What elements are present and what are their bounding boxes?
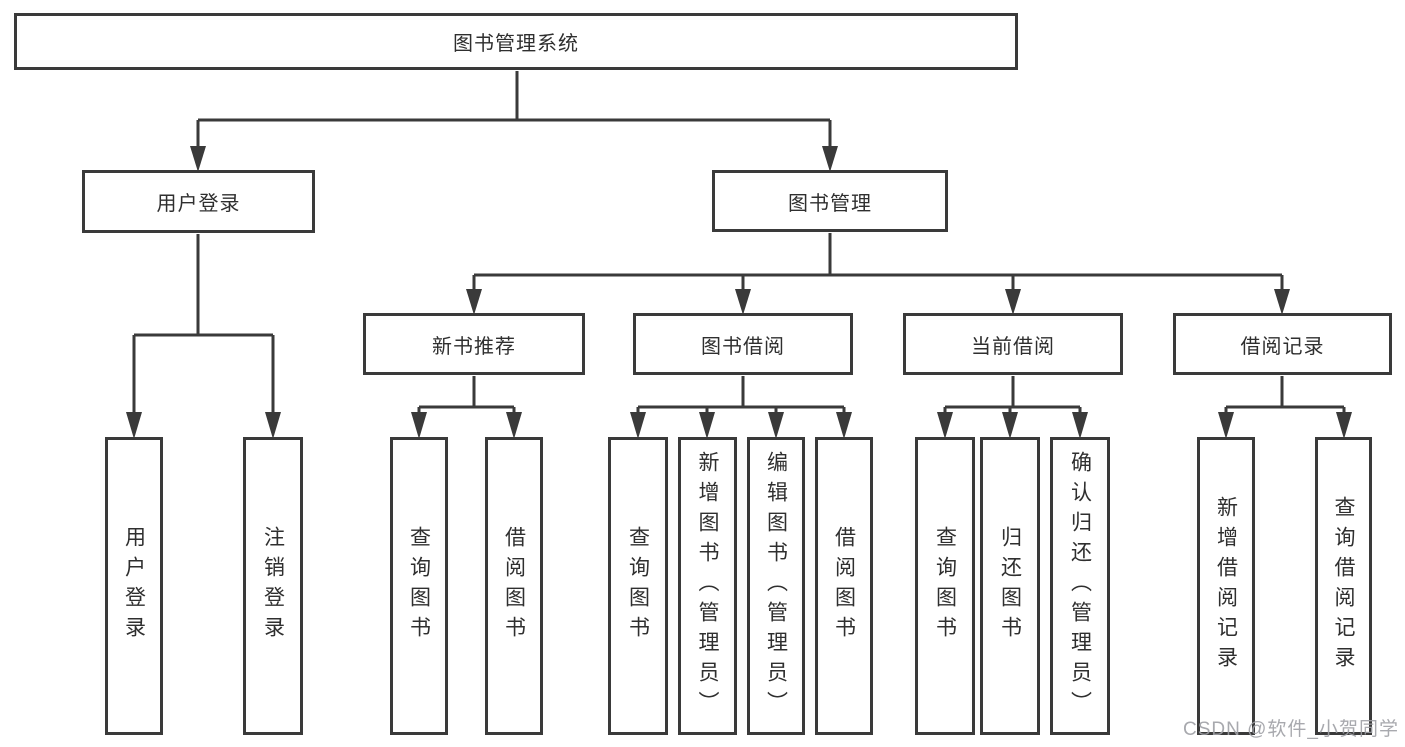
leaf-logout-label: 注销登录 <box>261 526 285 646</box>
leaf-bb-borrow-books-label: 借阅图书 <box>832 526 856 646</box>
leaf-bb-borrow-books: 借阅图书 <box>815 437 873 735</box>
arrowhead-new-book-recommend <box>466 289 482 315</box>
connector-new-book-recommend <box>417 376 516 414</box>
arrowhead-book-borrow <box>735 289 751 315</box>
node-current-borrow: 当前借阅 <box>903 313 1123 375</box>
leaf-cb-query-books: 查询图书 <box>915 437 975 735</box>
arrowhead-user-login <box>190 146 206 172</box>
arrowhead-borrow-records <box>1274 289 1290 315</box>
leaf-bb-query-books: 查询图书 <box>608 437 668 735</box>
leaf-cb-confirm-return-admin: 确认归还（管理员） <box>1050 437 1110 735</box>
leaf-nbr-borrow-books-label: 借阅图书 <box>502 526 526 646</box>
leaf-bb-edit-books-admin-label: 编辑图书（管理员） <box>764 451 788 721</box>
connector-borrow-records <box>1224 376 1346 414</box>
arrowhead-cb-confirm-return <box>1072 412 1088 439</box>
node-book-management-label: 图书管理 <box>788 192 872 215</box>
leaf-br-query-record-label: 查询借阅记录 <box>1332 496 1355 676</box>
node-root: 图书管理系统 <box>14 13 1018 70</box>
arrowhead-bb-add-books <box>699 412 715 439</box>
leaf-bb-edit-books-admin: 编辑图书（管理员） <box>747 437 805 735</box>
connector-book-borrow <box>636 376 846 414</box>
arrowhead-br-add-record <box>1218 412 1234 439</box>
leaf-cb-confirm-return-admin-label: 确认归还（管理员） <box>1068 451 1092 721</box>
arrowhead-nbr-query-books <box>411 412 427 439</box>
leaf-bb-add-books-admin: 新增图书（管理员） <box>678 437 737 735</box>
arrowhead-cb-return-books <box>1002 412 1018 439</box>
connector-book-management <box>472 233 1284 291</box>
arrowhead-leaf-user-login <box>126 412 142 439</box>
node-new-book-recommend: 新书推荐 <box>363 313 585 375</box>
connector-user-login <box>132 234 275 414</box>
arrowhead-nbr-borrow-books <box>506 412 522 439</box>
arrowhead-leaf-logout <box>265 412 281 439</box>
leaf-user-login-label: 用户登录 <box>122 526 146 646</box>
arrowhead-current-borrow <box>1005 289 1021 315</box>
leaf-cb-return-books: 归还图书 <box>980 437 1040 735</box>
node-user-login-label: 用户登录 <box>156 193 241 215</box>
arrowhead-cb-query-books <box>937 412 953 439</box>
arrowhead-bb-query-books <box>630 412 646 439</box>
arrowhead-bb-borrow-books <box>836 412 852 439</box>
node-current-borrow-label: 当前借阅 <box>971 335 1055 358</box>
leaf-bb-add-books-admin-label: 新增图书（管理员） <box>696 451 719 721</box>
leaf-nbr-query-books: 查询图书 <box>390 437 448 735</box>
leaf-br-add-record-label: 新增借阅记录 <box>1214 496 1238 676</box>
node-book-borrow: 图书借阅 <box>633 313 853 375</box>
leaf-br-query-record: 查询借阅记录 <box>1315 437 1372 735</box>
node-user-login: 用户登录 <box>82 170 315 233</box>
leaf-cb-return-books-label: 归还图书 <box>998 526 1022 646</box>
leaf-nbr-query-books-label: 查询图书 <box>407 526 431 646</box>
connector-root-stem <box>196 71 832 148</box>
arrowhead-bb-edit-books <box>768 412 784 439</box>
leaf-cb-query-books-label: 查询图书 <box>933 526 957 646</box>
leaf-user-login: 用户登录 <box>105 437 163 735</box>
node-borrow-records: 借阅记录 <box>1173 313 1392 375</box>
node-new-book-recommend-label: 新书推荐 <box>432 335 516 358</box>
node-root-label: 图书管理系统 <box>453 33 579 55</box>
arrowhead-book-management <box>822 146 838 172</box>
leaf-nbr-borrow-books: 借阅图书 <box>485 437 543 735</box>
leaf-bb-query-books-label: 查询图书 <box>626 526 650 646</box>
csdn-watermark: CSDN @软件_小贺同学 <box>1183 719 1399 740</box>
leaf-logout: 注销登录 <box>243 437 303 735</box>
node-book-borrow-label: 图书借阅 <box>701 335 785 358</box>
leaf-br-add-record: 新增借阅记录 <box>1197 437 1255 735</box>
node-book-management: 图书管理 <box>712 170 948 232</box>
arrowhead-br-query-record <box>1336 412 1352 439</box>
connector-current-borrow <box>943 376 1082 414</box>
node-borrow-records-label: 借阅记录 <box>1240 335 1325 358</box>
